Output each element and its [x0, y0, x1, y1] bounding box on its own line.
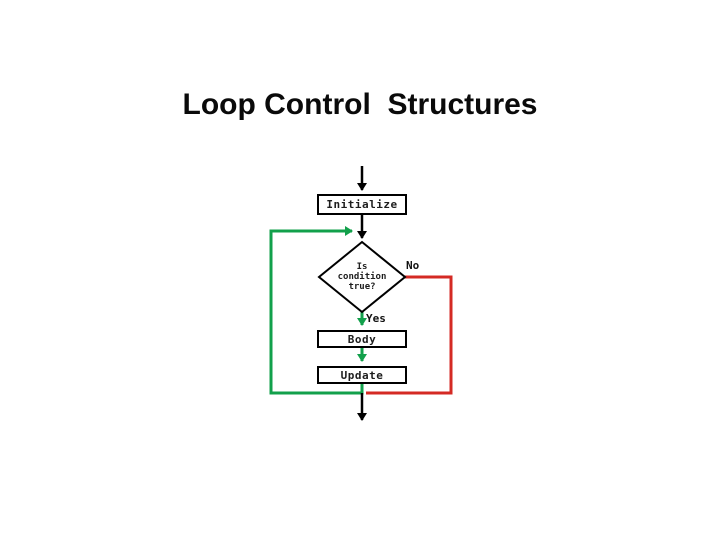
no-branch-connector	[366, 275, 453, 395]
loop-back-connector	[269, 226, 364, 395]
page-title: Loop Control Structures	[182, 88, 538, 121]
condition-diamond	[317, 240, 407, 314]
initialize-node: Initialize	[317, 194, 407, 215]
body-node: Body	[317, 330, 407, 348]
body-node-label: Body	[347, 332, 377, 346]
no-edge-label: No	[406, 259, 420, 272]
yes-edge-label: Yes	[366, 312, 386, 325]
initialize-node-label: Initialize	[326, 198, 398, 211]
condition-line-1: Is	[356, 262, 368, 272]
condition-node-label: Is condition true?	[324, 249, 400, 305]
update-node-label: Update	[340, 368, 384, 382]
condition-line-2: condition	[337, 272, 387, 282]
condition-line-3: true?	[348, 282, 376, 292]
update-node: Update	[317, 366, 407, 384]
